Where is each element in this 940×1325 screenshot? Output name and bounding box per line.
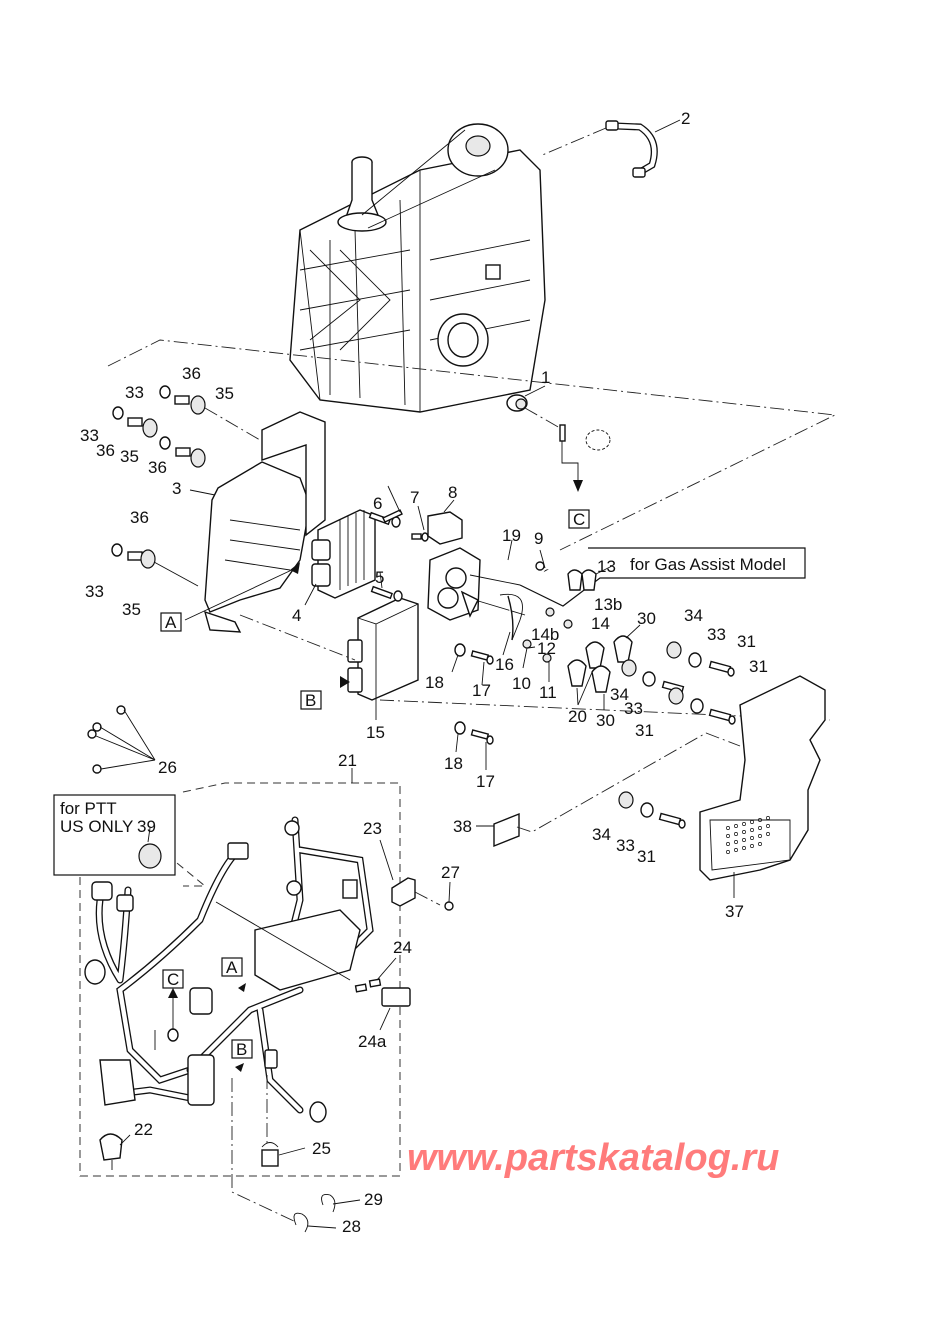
callout-31d: 31: [637, 847, 656, 866]
ptt-label-line1: for PTT: [60, 799, 117, 818]
callout-28: 28: [342, 1217, 361, 1236]
callout-14: 14: [591, 614, 610, 633]
callout-36c: 36: [148, 458, 167, 477]
callout-15: 15: [366, 723, 385, 742]
callout-33d: 33: [707, 625, 726, 644]
clips-28-29: [231, 1078, 361, 1233]
callout-33f: 33: [616, 836, 635, 855]
callout-33b: 33: [80, 426, 99, 445]
callout-31a: 31: [737, 632, 756, 651]
engine-block: [289, 123, 546, 413]
gas-assist-label: for Gas Assist Model: [630, 555, 786, 574]
ptt-label-line2: US ONLY: [60, 817, 133, 836]
assembly-outline: [107, 339, 837, 551]
callout-35b: 35: [120, 447, 139, 466]
callout-34b: 34: [610, 685, 629, 704]
part-23-relay: [379, 839, 454, 911]
callout-11: 11: [539, 683, 557, 702]
callout-13: 13: [597, 557, 616, 576]
callout-22: 22: [134, 1120, 153, 1139]
callout-18a: 18: [425, 673, 444, 692]
part-24-fuses: [354, 957, 411, 1031]
marker-b-harness: B: [236, 1040, 247, 1059]
reference-markers: A B C A B C: [160, 509, 590, 1072]
callout-37: 37: [725, 902, 744, 921]
callout-30b: 30: [596, 711, 615, 730]
marker-a-harness: A: [226, 958, 238, 977]
callout-25: 25: [312, 1139, 331, 1158]
callout-39: 39: [137, 817, 156, 836]
callout-17a: 17: [472, 681, 491, 700]
callout-16: 16: [495, 655, 514, 674]
part-25-connector: [261, 1075, 306, 1167]
callout-23: 23: [363, 819, 382, 838]
callout-36b: 36: [96, 441, 115, 460]
washer-screw-17-18: [379, 643, 831, 770]
gas-assist-note: for Gas Assist Model: [519, 547, 806, 607]
part-37-cover: [699, 675, 826, 898]
harness-boundary: [79, 782, 401, 1177]
callout-1: 1: [541, 368, 550, 387]
cover-vent-holes: [726, 816, 770, 854]
callout-31c: 31: [635, 721, 654, 740]
callout-7: 7: [410, 488, 419, 507]
callout-31b: 31: [749, 657, 768, 676]
callout-33c: 33: [85, 582, 104, 601]
callout-10: 10: [512, 674, 531, 693]
cover-fastener-set: [618, 641, 736, 829]
callout-35c: 35: [122, 600, 141, 619]
callout-4: 4: [292, 606, 301, 625]
callout-13b: 13b: [594, 595, 622, 614]
callout-19: 19: [502, 526, 521, 545]
callout-34c: 34: [592, 825, 611, 844]
callout-29: 29: [364, 1190, 383, 1209]
callout-9: 9: [534, 529, 543, 548]
callout-33a: 33: [125, 383, 144, 402]
callout-8: 8: [448, 483, 457, 502]
part-4-control-module: [184, 509, 376, 621]
callout-12: 12: [537, 639, 556, 658]
callout-3: 3: [172, 479, 181, 498]
part-26-screws: [87, 705, 156, 774]
watermark-text: www.partskatalog.ru: [407, 1137, 779, 1179]
ptt-note: for PTT US ONLY: [53, 794, 176, 876]
part-8-switch-assembly: [427, 499, 526, 621]
callout-36d: 36: [130, 508, 149, 527]
part-1-sensor: [506, 385, 611, 492]
screws-5-6-7: [368, 485, 429, 602]
callout-24: 24: [393, 938, 412, 957]
part-3-mounting-bracket: [189, 411, 326, 633]
callout-35a: 35: [215, 384, 234, 403]
marker-c-engine: C: [573, 510, 585, 529]
part-21-wiring-harness: [84, 816, 374, 1123]
callout-6: 6: [373, 494, 382, 513]
part-2-sensor-cable: [539, 119, 681, 178]
callout-33e: 33: [624, 699, 643, 718]
callout-27: 27: [441, 863, 460, 882]
callout-20: 20: [568, 707, 587, 726]
callout-2: 2: [681, 109, 690, 128]
callout-18b: 18: [444, 754, 463, 773]
marker-b-ecu: B: [305, 691, 316, 710]
callout-14b: 14b: [531, 625, 559, 644]
callout-38: 38: [453, 817, 472, 836]
caps-20-30: [567, 624, 641, 710]
callout-17b: 17: [476, 772, 495, 791]
callout-24a: 24a: [358, 1032, 387, 1051]
callout-5: 5: [375, 568, 384, 587]
callout-26: 26: [158, 758, 177, 777]
marker-c-harness: C: [167, 970, 179, 989]
callout-34a: 34: [684, 606, 703, 625]
callout-36a: 36: [182, 364, 201, 383]
callout-21: 21: [338, 751, 357, 770]
callout-labels: 1 2 3 4 5 6 7 8 9 10 11 12 13 13b 14 14b…: [80, 109, 768, 1236]
part-15-ecu: [239, 597, 419, 720]
small-hardware-group: [460, 539, 573, 682]
grommet-set-top: [111, 385, 261, 587]
callout-30a: 30: [637, 609, 656, 628]
marker-a-bracket: A: [165, 613, 177, 632]
part-22-plug: [99, 1133, 131, 1170]
part-38-label: [476, 732, 741, 848]
